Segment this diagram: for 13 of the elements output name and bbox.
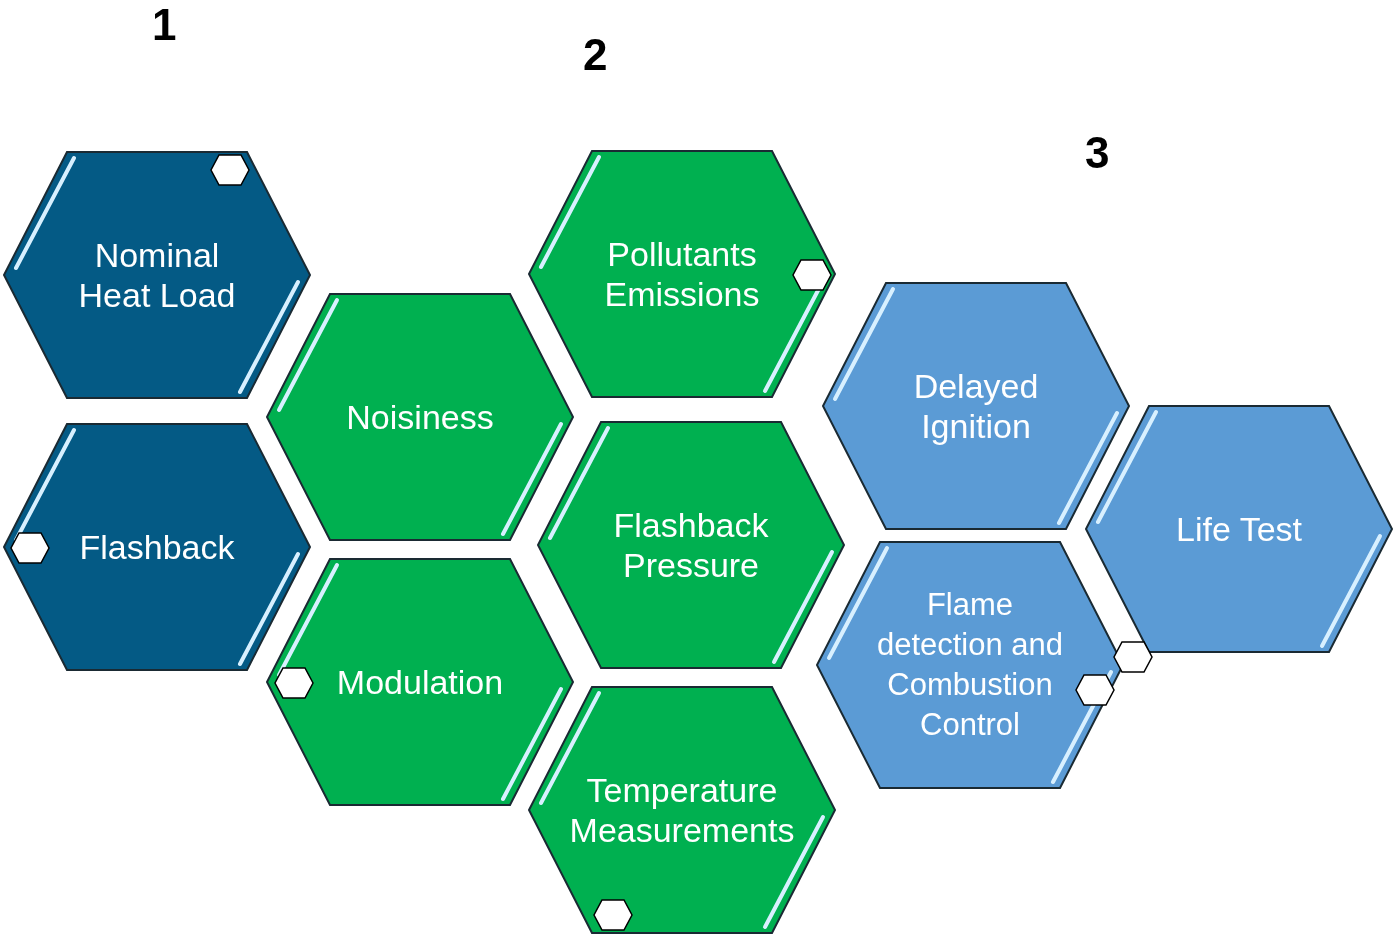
hexagon-label: Life Test — [1176, 509, 1302, 549]
hexagon-label: Nominal Heat Load — [77, 235, 237, 315]
hexagon-label: Noisiness — [346, 397, 494, 437]
hexagon-label: Flashback Pressure — [612, 505, 770, 585]
hexagon-label: Delayed Ignition — [912, 366, 1040, 446]
step-number: 2 — [583, 30, 608, 80]
step-number: 3 — [1085, 128, 1110, 178]
hexagon-label: Flashback — [79, 527, 235, 567]
hexagon-label: Pollutants Emissions — [603, 234, 761, 314]
hexagon-label: Modulation — [336, 662, 504, 702]
hexagon-label: Flame detection and Combustion Control — [875, 586, 1065, 744]
step-number: 1 — [152, 0, 177, 50]
hexagon-label: Temperature Measurements — [568, 770, 796, 850]
